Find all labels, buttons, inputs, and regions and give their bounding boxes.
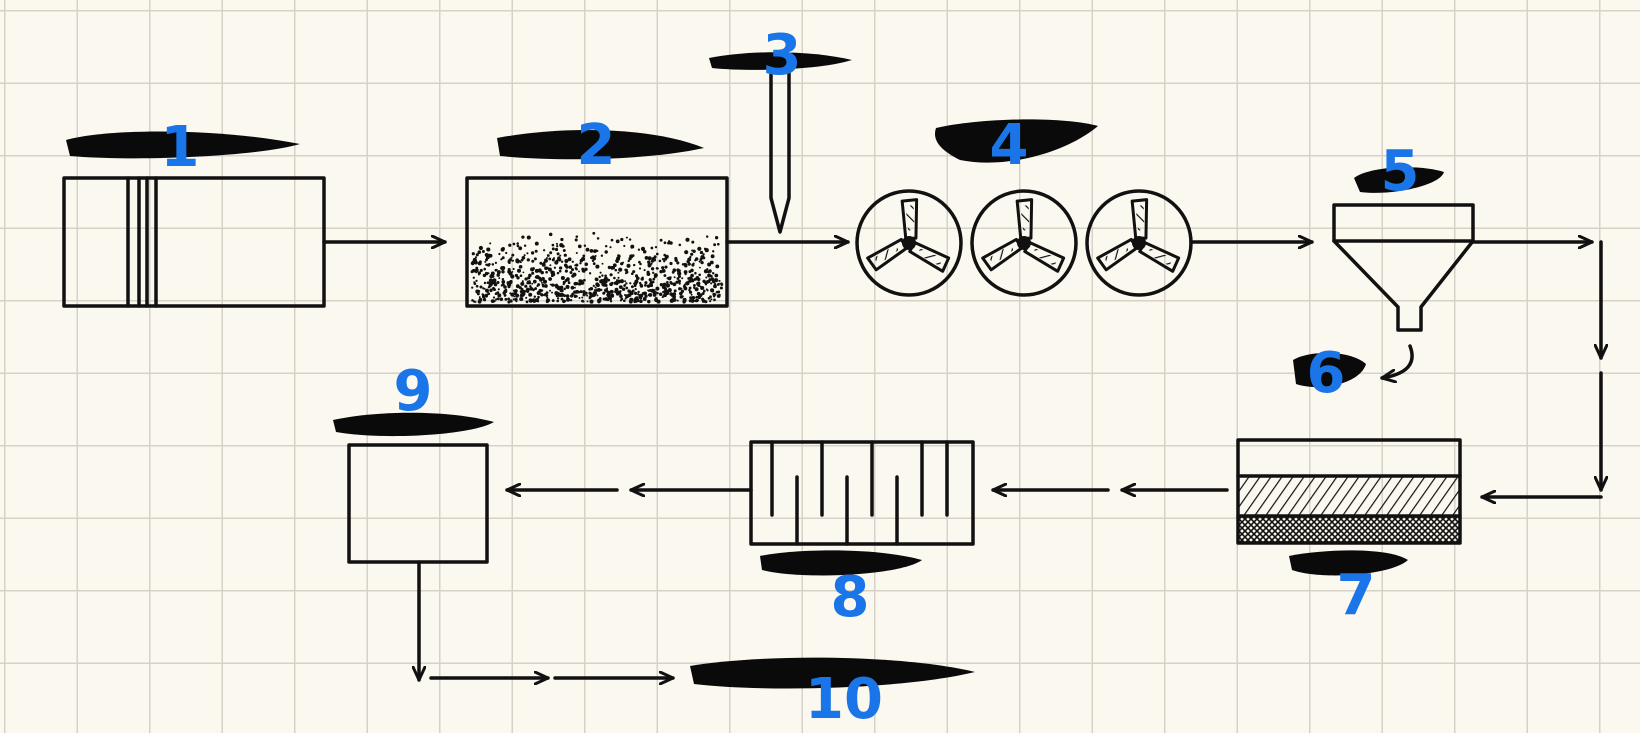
- mixer-icon: [970, 189, 1078, 297]
- step-label-10: 10: [805, 667, 883, 732]
- step-5-unit: [1332, 203, 1475, 332]
- step-label-3: 3: [763, 23, 802, 88]
- redaction-marks: [66, 52, 1444, 689]
- step-label-9: 9: [394, 359, 433, 424]
- mixer-icon: [855, 189, 963, 297]
- step-label-5: 5: [1381, 139, 1420, 204]
- step-label-7: 7: [1337, 563, 1376, 628]
- mixer-icon: [1085, 189, 1193, 297]
- step-labels: 1 2 3 4 5 6 7 8 9 10: [161, 23, 1420, 732]
- sediment-particles: [470, 231, 724, 304]
- step-7-unit: [1236, 438, 1462, 545]
- flow-arrows: [322, 242, 1601, 680]
- step-label-6: 6: [1307, 341, 1346, 406]
- step-9-unit: [347, 443, 489, 564]
- step-2-unit: [465, 176, 729, 308]
- step-label-2: 2: [577, 113, 616, 178]
- step-1-unit: [62, 176, 326, 308]
- step-3-unit: [769, 70, 791, 234]
- step-label-8: 8: [831, 565, 870, 630]
- step-label-4: 4: [990, 113, 1029, 178]
- step-4-unit: [855, 189, 1193, 297]
- step-label-1: 1: [161, 115, 200, 180]
- step-8-unit: [749, 440, 975, 546]
